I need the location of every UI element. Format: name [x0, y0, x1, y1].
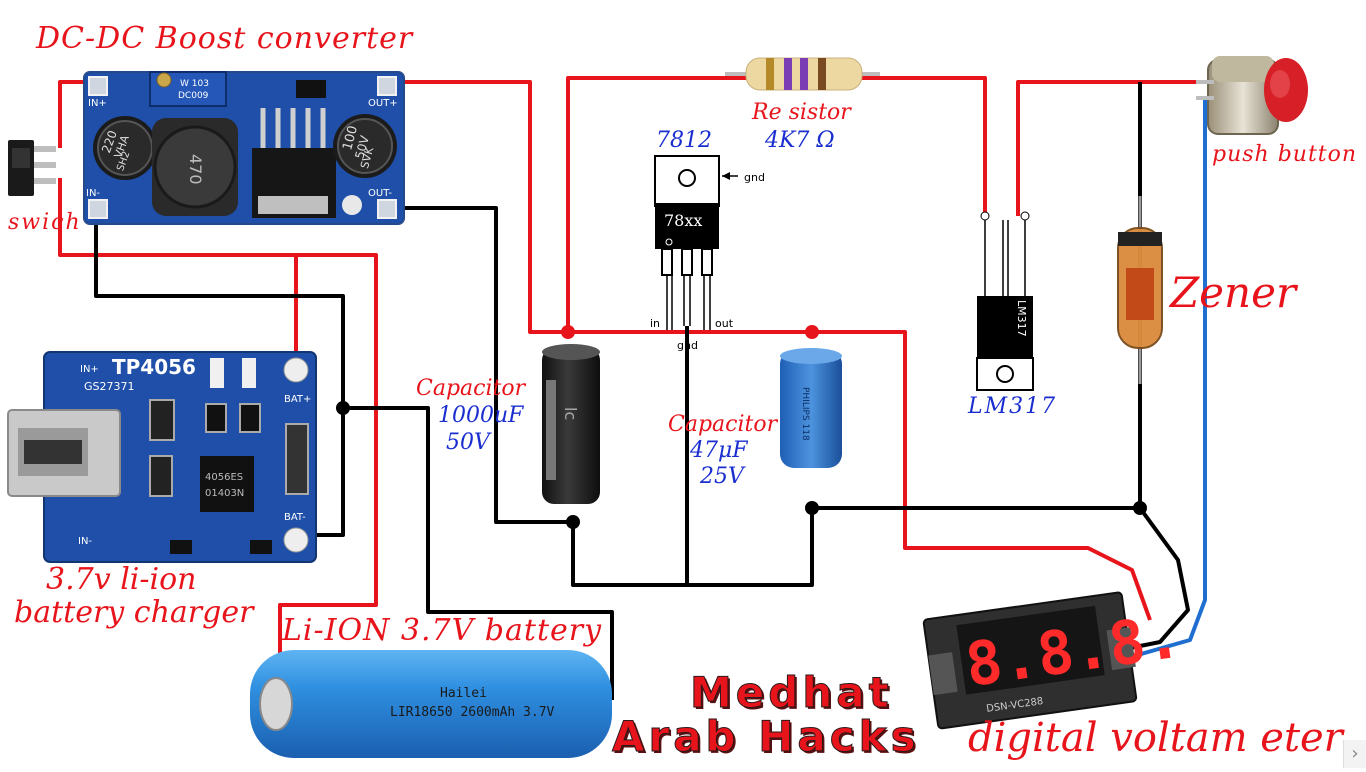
capacitor-1-name: Capacitor: [416, 376, 526, 401]
resistor-label: Re sistor: [752, 100, 851, 125]
wire-in-minus: [94, 215, 345, 537]
boost-converter-module: IN+ IN- OUT+ OUT- 220 VHA SH2 W 103 DC00…: [83, 71, 405, 225]
7812-regulator: 78xx gnd in gnd out: [650, 155, 765, 352]
battery-model: LIR18650 2600mAh 3.7V: [390, 705, 555, 720]
wire-out-minus: [398, 206, 573, 524]
wire-gnd-right: [812, 82, 1142, 510]
boost-cap-out-label-3: SVK: [358, 145, 376, 170]
resistor: [725, 57, 880, 91]
capacitor-2-value: 47μF: [690, 438, 748, 463]
charger-pin-in-plus: IN+: [80, 364, 99, 375]
lm317-body-label: LM317: [1015, 300, 1028, 337]
boost-cap-out-label: 100: [340, 124, 361, 152]
watermark-line1: Medhat: [690, 668, 893, 717]
wire-gnd-to-battery: [343, 406, 614, 700]
junctions: [336, 325, 1147, 529]
wire-voltmeter-sense: [1119, 100, 1207, 662]
lm317-label: LM317: [968, 394, 1058, 419]
regulator-gnd-label: gnd: [677, 339, 698, 352]
regulator-body-label: 78xx: [664, 211, 702, 230]
capacitor-2-voltage: 25V: [700, 464, 744, 489]
junction-dot: [1133, 501, 1147, 515]
regulator-in-label: in: [650, 317, 660, 330]
charger-pin-bat-minus: BAT-: [284, 512, 306, 523]
push-button-component: [1196, 56, 1308, 135]
slide-switch: [8, 140, 56, 196]
junction-dot: [566, 515, 580, 529]
push-button-label: push button: [1212, 142, 1358, 167]
zener-diode: [1117, 196, 1163, 384]
wire-switch-to-charger: [58, 178, 378, 662]
boost-cap-out-label-2: 50V: [352, 133, 372, 160]
charger-pin-in-minus: IN-: [78, 536, 92, 547]
capacitor-1-voltage: 50V: [446, 430, 490, 455]
charger-code: GS27371: [84, 380, 135, 393]
digital-voltmeter-module: 8.8.8. DSN-VC288: [922, 591, 1186, 730]
boost-inductor-text: 470: [186, 154, 205, 185]
capacitor-1-value: 1000uF: [438, 403, 524, 428]
cap1-print: lc: [561, 407, 580, 420]
junction-dot: [561, 325, 575, 339]
zener-label: Zener: [1170, 268, 1297, 317]
charger-pin-bat-plus: BAT+: [284, 394, 311, 405]
voltmeter-label: digital voltam eter: [968, 715, 1343, 761]
switch-label: swich: [8, 210, 82, 235]
charger-chip-text: 4056ES: [205, 472, 243, 483]
wire-switch-to-in-plus: [58, 80, 92, 148]
boost-pin-in-minus: IN-: [86, 188, 100, 199]
battery-label: Li-ION 3.7V battery: [282, 613, 603, 648]
battery-brand: Hailei: [440, 686, 487, 701]
wire-lm317-to-button: [1016, 80, 1218, 216]
wire-voltmeter-gnd: [1119, 506, 1190, 652]
charger-chip-text-2: 01403N: [205, 488, 244, 499]
boost-pot-text-2: DC009: [178, 91, 209, 101]
capacitor-2-name: Capacitor: [668, 412, 778, 437]
wire-gnd-bus: [571, 508, 814, 587]
regulator-out-label: out: [715, 317, 734, 330]
regulator-gnd-tab-label: gnd: [744, 171, 765, 184]
tp4056-charger-module: TP4056 GS27371 IN+ IN- BAT+ BAT- 4056ES …: [7, 351, 317, 563]
charger-label-line1: 3.7v li-ion: [46, 562, 197, 597]
lm317-regulator: LM317: [976, 211, 1034, 391]
junction-dot: [805, 501, 819, 515]
boost-pin-out-minus: OUT-: [368, 188, 392, 199]
junction-dot: [336, 401, 350, 415]
wire-out-plus: [398, 80, 1152, 621]
next-slide-button[interactable]: ›: [1343, 740, 1366, 768]
junction-dot: [805, 325, 819, 339]
cap2-print: PHILIPS 118: [800, 387, 810, 441]
regulator-title: 7812: [656, 128, 712, 153]
boost-pin-in-plus: IN+: [88, 98, 107, 109]
boost-pot-text: W 103: [180, 79, 209, 89]
charger-name: TP4056: [112, 355, 196, 379]
resistor-value: 4K7 Ω: [765, 128, 835, 153]
li-ion-battery-cell: Hailei LIR18650 2600mAh 3.7V: [250, 650, 612, 758]
boost-pin-out-plus: OUT+: [368, 98, 398, 109]
capacitor-47uf: PHILIPS 118: [780, 348, 842, 468]
charger-label-line2: battery charger: [14, 595, 254, 630]
boost-converter-label: DC-DC Boost converter: [36, 21, 414, 56]
capacitor-1000uf: lc: [542, 344, 600, 504]
watermark-line2: Arab Hacks: [612, 712, 920, 761]
